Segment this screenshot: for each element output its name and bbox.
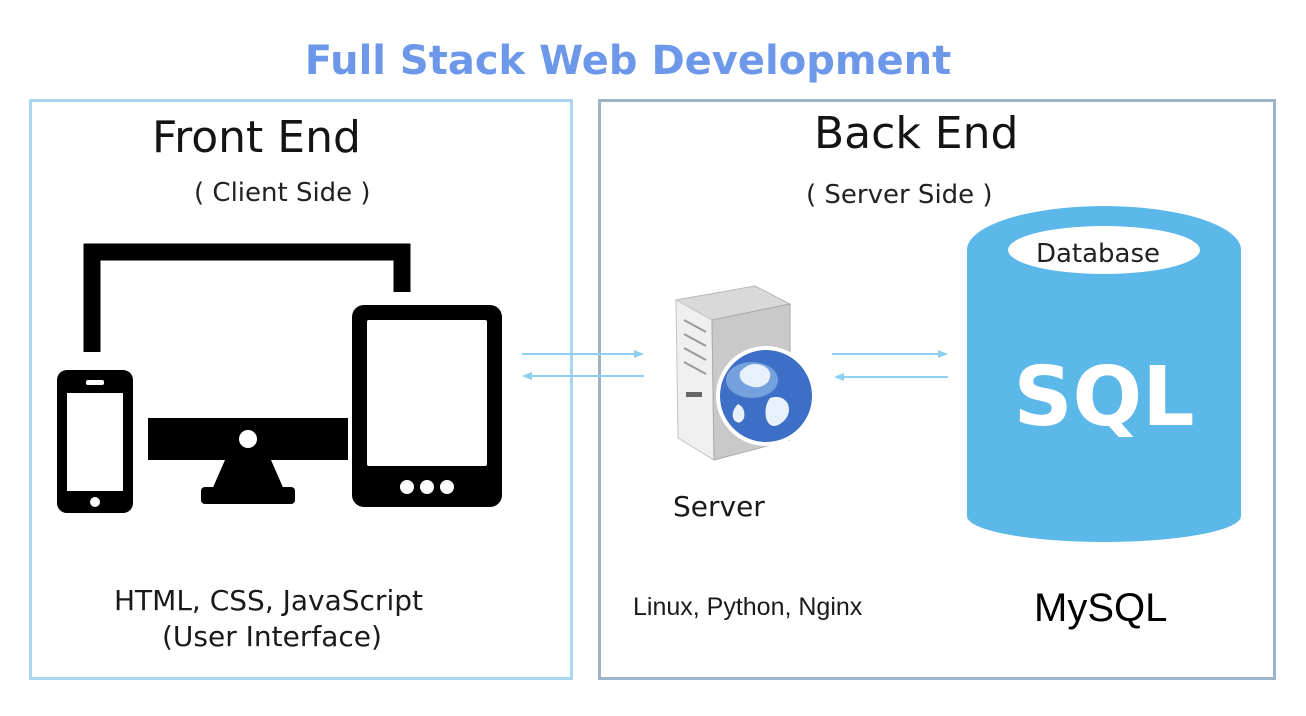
database-name: MySQL <box>1034 586 1168 630</box>
front-end-technologies: HTML, CSS, JavaScript <box>114 584 423 617</box>
phone-icon <box>57 370 133 513</box>
server-label: Server <box>673 490 765 523</box>
front-end-panel <box>29 99 573 680</box>
database-label: Database <box>1036 239 1160 269</box>
back-end-panel <box>598 99 1276 680</box>
server-stack: Linux, Python, Nginx <box>633 593 863 621</box>
front-end-heading: Front End <box>152 112 361 163</box>
back-end-subheading: ( Server Side ) <box>806 180 993 210</box>
diagram-title: Full Stack Web Development <box>304 38 952 84</box>
front-end-note: (User Interface) <box>162 620 382 653</box>
back-end-heading: Back End <box>814 108 1019 159</box>
server-database-arrows <box>832 350 948 381</box>
database-icon: Database SQL <box>967 206 1241 542</box>
globe-icon <box>716 346 816 446</box>
tablet-icon <box>352 305 502 507</box>
client-server-arrows <box>522 350 644 380</box>
database-badge: SQL <box>1013 350 1194 445</box>
front-end-subheading: ( Client Side ) <box>194 178 371 208</box>
monitor-icon <box>83 243 411 504</box>
